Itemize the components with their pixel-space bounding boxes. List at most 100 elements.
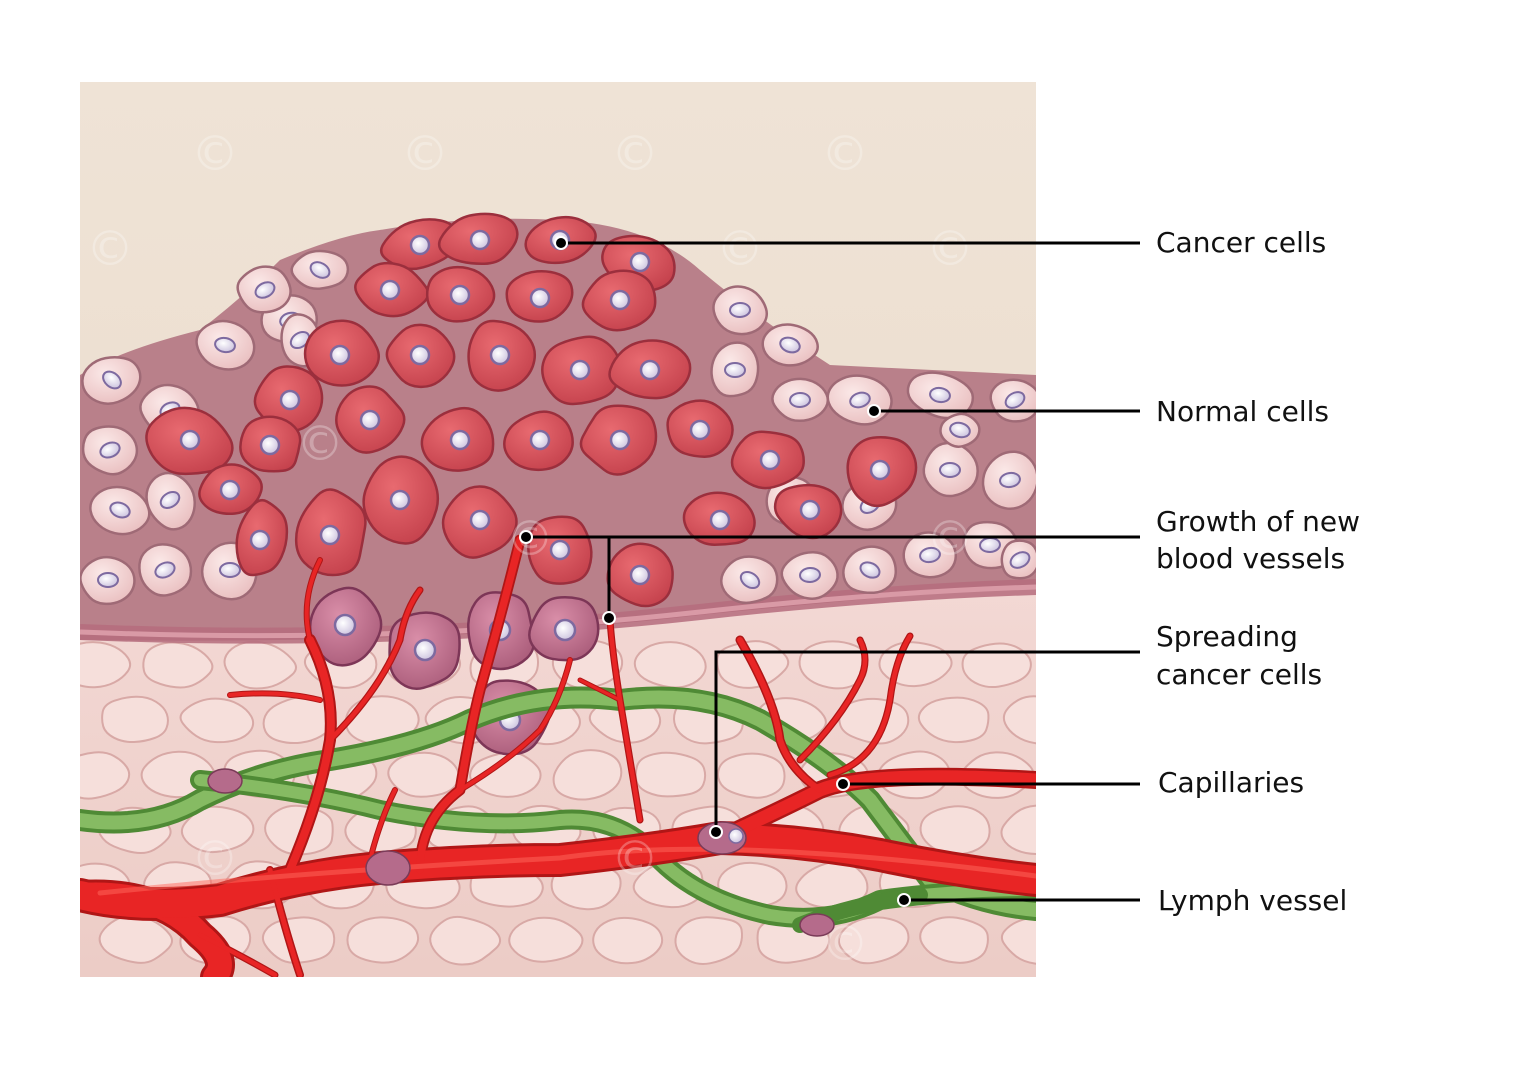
cancer-cell [682, 491, 756, 546]
tissue-panel: ©©©©©©©©©©©©© [80, 82, 1036, 977]
cancer-cell [437, 212, 519, 265]
cancer-cell [730, 430, 805, 490]
label-growth-line1: Growth of new [1156, 505, 1360, 538]
cancer-cell [441, 485, 518, 559]
normal-cell [842, 545, 898, 595]
normal-cell [981, 450, 1036, 510]
connective-cell [429, 915, 502, 966]
connective-cell [346, 916, 420, 964]
normal-cells-group [80, 249, 1036, 606]
connective-cell [592, 916, 664, 965]
connective-cell [961, 642, 1032, 689]
label-growth-group: Growth of new blood vessels [519, 505, 1360, 625]
normal-cell [145, 471, 196, 531]
normal-cell [712, 285, 769, 336]
leader-growth-vessels [526, 535, 1140, 618]
connective-cell [634, 751, 707, 798]
lymph-cells [207, 768, 835, 937]
spreading-cancer-cell [388, 611, 461, 691]
normal-cell [906, 371, 975, 420]
watermark-glyph: © [191, 831, 239, 887]
cancer-cell [385, 323, 456, 389]
connective-cell [101, 695, 169, 744]
pointer-dot-spreading-cells [709, 825, 723, 839]
connective-cell [469, 751, 542, 798]
connective-cell [223, 640, 297, 690]
connective-cell [387, 751, 460, 798]
normal-cell [989, 378, 1036, 423]
normal-cell [80, 555, 136, 606]
leader-spreading-cells [714, 650, 1140, 832]
label-lymph-vessel: Lymph vessel [1158, 884, 1347, 917]
watermark-glyph: © [401, 126, 449, 182]
cancer-cell [235, 498, 289, 577]
watermark-glyph: © [926, 221, 974, 277]
normal-cell [81, 425, 139, 476]
normal-cell [780, 551, 839, 600]
cancer-cell [145, 406, 234, 476]
connective-cell [98, 915, 173, 964]
cancer-cell [666, 399, 734, 458]
label-spreading-line1: Spreading [1156, 620, 1298, 653]
cancer-cell [579, 404, 658, 476]
pointer-dot-lymph-vessel [897, 893, 911, 907]
cancer-cell [420, 406, 495, 472]
normal-cell [138, 543, 193, 597]
pointer-dot-cancer-cells [554, 236, 568, 250]
label-spreading-group: Spreading cancer cells [709, 620, 1322, 839]
connective-cell [180, 805, 255, 854]
connective-cell [917, 696, 990, 744]
connective-cell [674, 916, 744, 965]
connective-cell [552, 749, 623, 801]
cancer-cell [541, 335, 622, 406]
normal-cell [761, 323, 819, 367]
spreading-cancer-cell [308, 586, 383, 667]
normal-cell [290, 249, 350, 291]
normal-cell [236, 265, 292, 314]
label-normal-cells: Normal cells [1156, 395, 1329, 428]
label-cancer-cells-group: Cancer cells [554, 226, 1326, 259]
connective-cell [179, 697, 255, 744]
cancer-cell [294, 488, 367, 577]
cancer-cell [354, 261, 430, 318]
spreading-cancer-cell [528, 595, 600, 662]
watermark-glyph: © [86, 221, 134, 277]
cancer-cell [362, 455, 440, 545]
connective-cell [508, 916, 584, 963]
normal-cell [939, 412, 981, 448]
connective-cell [80, 641, 132, 689]
connective-cell [142, 641, 214, 689]
connective-cell [1000, 916, 1036, 965]
label-capillaries-group: Capillaries [836, 766, 1304, 799]
cancer-cell [198, 463, 263, 516]
connective-cell [919, 805, 991, 856]
normal-cell [902, 531, 958, 579]
connective-cell [716, 752, 786, 799]
label-normal-cells-group: Normal cells [867, 395, 1329, 428]
watermark-glyph: © [296, 416, 344, 472]
connective-cell [919, 916, 989, 964]
label-capillaries: Capillaries [1158, 766, 1304, 799]
connective-cell [1002, 695, 1036, 745]
connective-cell [261, 916, 336, 964]
watermark-glyph: © [611, 126, 659, 182]
pointer-dot-growth-vessels-1 [519, 530, 533, 544]
normal-cell [771, 377, 830, 423]
connective-cell [1000, 804, 1036, 856]
cancer-cell [608, 339, 692, 400]
label-cancer-cells: Cancer cells [1156, 226, 1326, 259]
watermark-glyph: © [926, 511, 974, 567]
watermark-glyph: © [716, 221, 764, 277]
cancer-cell [379, 218, 459, 271]
cancer-cell [239, 415, 302, 473]
cancer-cell [253, 365, 324, 433]
connective-cell [837, 916, 910, 965]
connective-cell [80, 751, 131, 800]
watermark-glyph: © [821, 916, 869, 972]
copyright-watermarks: ©©©©©©©©©©©©© [86, 126, 974, 972]
cancer-cell [467, 319, 537, 392]
cancer-cell [335, 385, 406, 454]
watermark-glyph: © [191, 126, 239, 182]
pointer-dot-growth-vessels-2 [602, 611, 616, 625]
